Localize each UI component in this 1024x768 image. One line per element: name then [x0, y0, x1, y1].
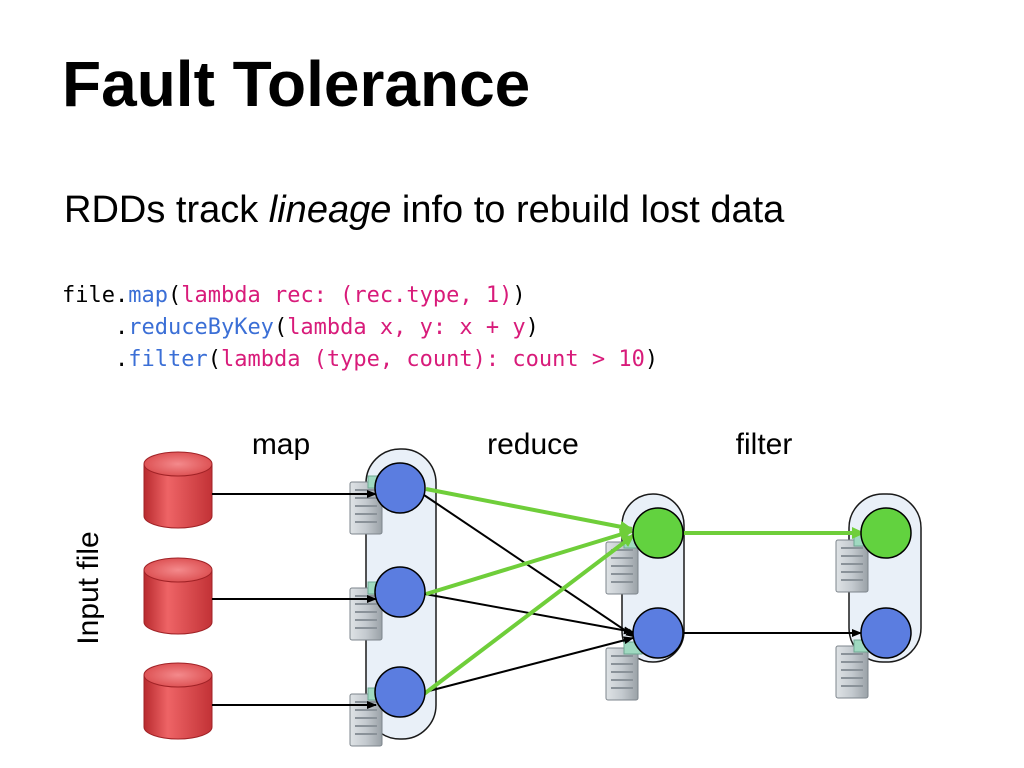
lineage-edge — [425, 528, 633, 596]
code-line-2: .reduceByKey(lambda x, y: x + y) — [62, 312, 658, 344]
subtitle-text-after: info to rebuild lost data — [391, 189, 785, 231]
edge-map-to-reduce — [424, 636, 634, 693]
stage-label-filter: filter — [736, 428, 793, 461]
code-paren-open: ( — [273, 315, 288, 340]
code-paren-open: ( — [167, 283, 182, 308]
code-indent: . — [62, 315, 129, 340]
code-arg-filter: lambda (type, count): count > 10 — [220, 347, 645, 372]
code-method-map: map — [128, 283, 168, 308]
code-line-1: file.map(lambda rec: (rec.type, 1)) — [62, 280, 658, 312]
input-file-label: Input file — [72, 531, 105, 644]
lineage-edge — [425, 487, 633, 533]
stage-label-map: map — [252, 428, 310, 461]
filter-partition-node — [860, 607, 912, 659]
code-method-filter: filter — [128, 347, 208, 372]
code-paren-open: ( — [207, 347, 221, 372]
edge-map-to-reduce — [423, 494, 636, 638]
database-icon — [143, 662, 213, 740]
subtitle-emphasis: lineage — [268, 189, 392, 231]
code-block: file.map(lambda rec: (rec.type, 1)) .red… — [62, 280, 658, 376]
slide-title: Fault Tolerance — [62, 48, 531, 120]
code-arg-map: lambda rec: (rec.type, 1) — [181, 283, 513, 308]
slide-subtitle: RDDs track lineage info to rebuild lost … — [64, 189, 785, 232]
map-partition-node — [374, 462, 426, 514]
filter-lost-partition-node — [860, 507, 912, 559]
reduce-partition-node — [632, 607, 684, 659]
code-object: file. — [62, 283, 129, 308]
server-rack-icon — [605, 641, 643, 701]
map-partition-node — [374, 666, 426, 718]
code-line-3: .filter(lambda (type, count): count > 10… — [62, 344, 658, 376]
subtitle-text-before: RDDs track — [64, 189, 269, 231]
code-arg-reducebykey: lambda x, y: x + y — [287, 315, 526, 340]
code-indent: . — [62, 347, 129, 372]
lineage-edge — [422, 533, 636, 696]
code-paren-close: ) — [525, 315, 539, 340]
reduce-lost-partition-node — [632, 507, 684, 559]
database-icon — [143, 451, 213, 529]
stage-label-reduce: reduce — [487, 428, 579, 461]
code-method-reducebykey: reduceByKey — [128, 315, 274, 340]
code-paren-close: ) — [512, 283, 526, 308]
database-icon — [143, 557, 213, 635]
map-partition-node — [374, 566, 426, 618]
code-paren-close: ) — [644, 347, 659, 372]
